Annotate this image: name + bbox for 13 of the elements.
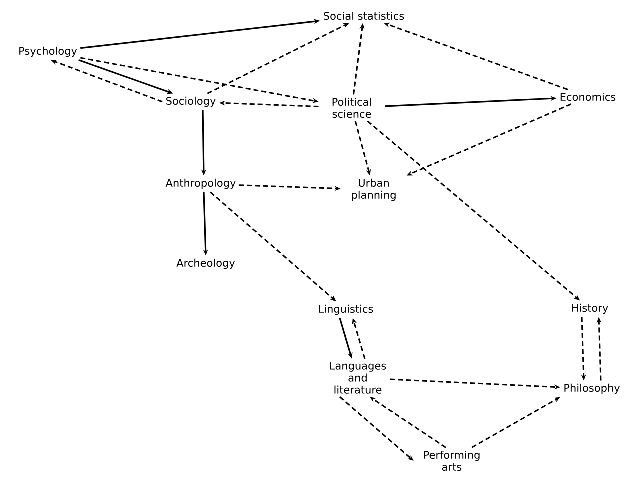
discipline-label: Sociology bbox=[166, 96, 216, 108]
discipline-label: Psychology bbox=[20, 46, 78, 58]
discipline-label: Linguistics bbox=[319, 304, 374, 316]
discipline-label: Social statistics bbox=[324, 12, 404, 20]
discipline-label: History bbox=[572, 304, 608, 314]
discipline-label: Languages and literature bbox=[330, 362, 386, 394]
discipline-label: Anthropology bbox=[166, 178, 236, 190]
discipline-label: Economics bbox=[560, 92, 616, 102]
discipline-label: Performing arts bbox=[424, 450, 480, 472]
discipline-label: Archeology bbox=[176, 258, 236, 270]
discipline-label: Philosophy bbox=[564, 384, 620, 394]
discipline-label: Political science bbox=[332, 98, 372, 118]
discipline-label: Urban planning bbox=[352, 178, 396, 202]
